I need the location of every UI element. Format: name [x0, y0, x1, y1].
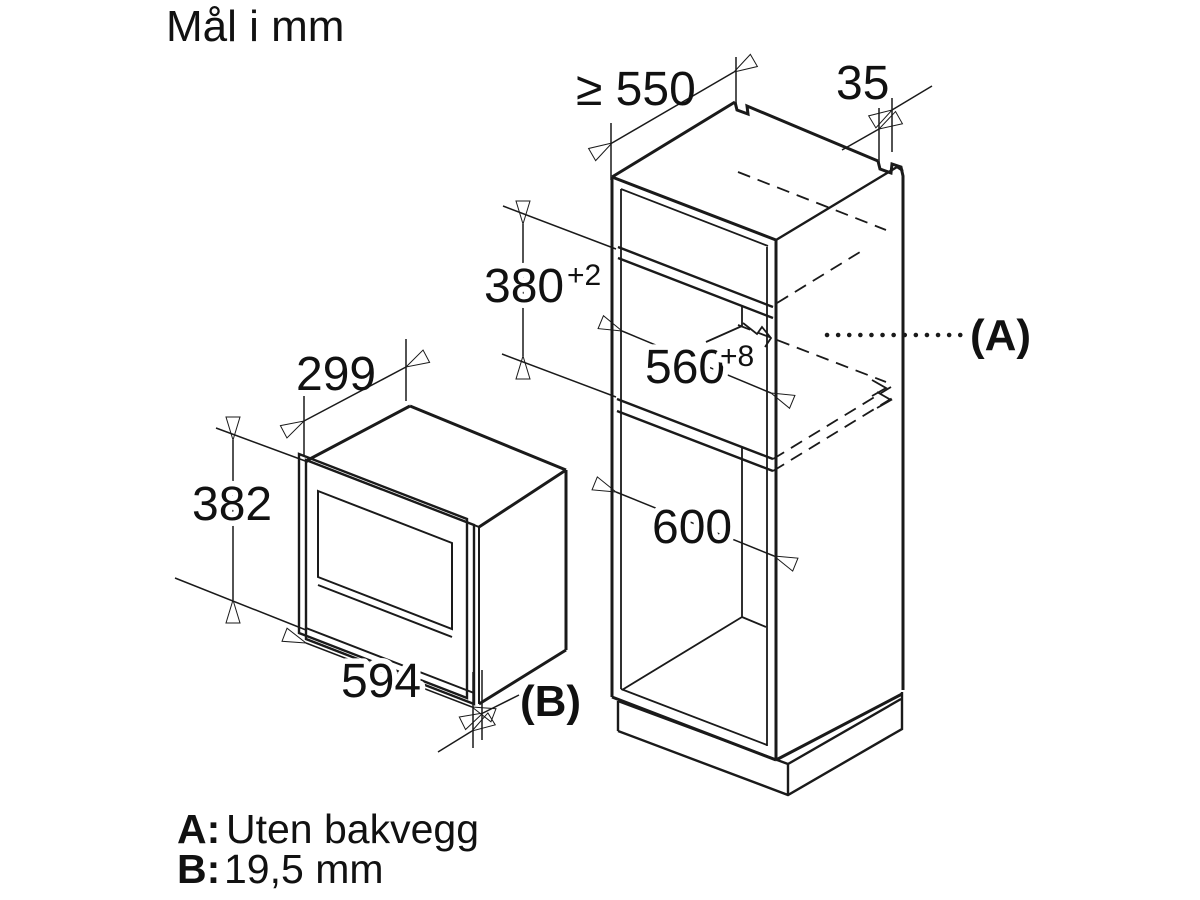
legend-b-value: 19,5 mm [224, 846, 384, 892]
cabinet-front-frame [620, 188, 769, 746]
dim-cabinet-depth: ≥ 550 [576, 63, 696, 116]
dim-cabinet-width: 600 [652, 501, 732, 554]
dim-oven-depth: 299 [296, 348, 376, 401]
cabinet-top-back-edge [733, 101, 879, 163]
niche-bottom-shelf [616, 397, 774, 473]
cabinet-plinth [616, 692, 904, 797]
cabinet-drawing [610, 100, 905, 797]
dim-line-niche-width [597, 314, 796, 410]
cabinet-right-edge [876, 160, 905, 690]
dim-line-cabinet-width [591, 476, 799, 572]
dim-line-cabinet-depth [587, 53, 759, 162]
extension-lines [174, 57, 893, 748]
dim-oven-height: 382 [192, 478, 272, 531]
cabinet-outline [610, 100, 778, 762]
legend-a-key: A: [177, 806, 220, 852]
dim-niche-width-tolerance: +8 [720, 340, 754, 373]
reference-label-a: (A) [970, 311, 1031, 360]
dim-niche-height: 380 [484, 260, 564, 313]
dim-niche-width: 560 [645, 341, 725, 394]
dim-oven-width: 594 [341, 655, 421, 708]
cabinet-top-right-depth-edge [775, 165, 904, 242]
dim-line-oven-depth [279, 349, 431, 439]
niche-top-shelf [617, 245, 774, 320]
legend: A: Uten bakvegg B: 19,5 mm [177, 806, 479, 892]
cabinet-side-bottom-edge [775, 692, 903, 762]
dim-line-oven-width [281, 627, 497, 723]
dim-line-gap-b [437, 712, 497, 753]
dim-line-top-rebate [841, 110, 904, 151]
dim-line-gap-b [458, 694, 520, 731]
dim-top-rebate: 35 [836, 57, 889, 110]
microwave-drawing [297, 404, 568, 706]
dimension-lines [174, 53, 966, 753]
reference-label-b: (B) [520, 677, 581, 726]
legend-a-value: Uten bakvegg [226, 806, 479, 852]
page-title: Mål i mm [166, 2, 344, 51]
legend-b-key: B: [177, 846, 220, 892]
dim-niche-height-tolerance: +2 [567, 259, 601, 292]
hidden-edge-chevrons [871, 379, 893, 409]
hidden-back-edges [737, 171, 895, 472]
oven-door-window [317, 489, 453, 631]
dim-line-top-rebate [867, 85, 933, 129]
